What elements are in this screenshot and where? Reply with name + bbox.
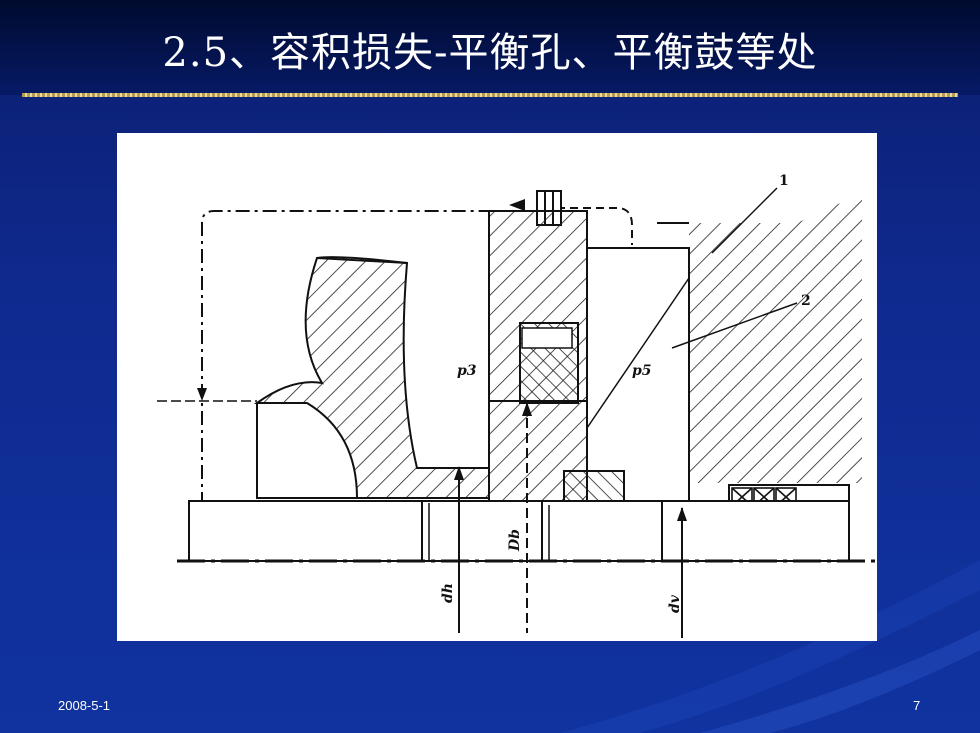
balance-drum-diagram: p3 p5 1 2 dh Db dv	[117, 133, 877, 641]
shaft	[188, 500, 850, 562]
label-part-2: 2	[801, 293, 811, 309]
label-Db: Db	[507, 529, 523, 552]
impeller-shroud	[253, 256, 490, 499]
footer-date: 2008-5-1	[58, 698, 111, 713]
label-dv: dv	[667, 594, 683, 613]
label-p5: p5	[632, 363, 652, 379]
label-p3: p3	[457, 363, 477, 379]
page-number: 7	[913, 698, 921, 713]
label-dh: dh	[440, 583, 456, 603]
title-underline	[22, 93, 958, 97]
label-part-1: 1	[779, 173, 789, 189]
leakage-return-line	[201, 210, 537, 533]
balance-chamber	[586, 247, 690, 507]
title-band	[0, 0, 980, 95]
slide-title: 2.5、容积损失-平衡孔、平衡鼓等处	[162, 30, 818, 76]
